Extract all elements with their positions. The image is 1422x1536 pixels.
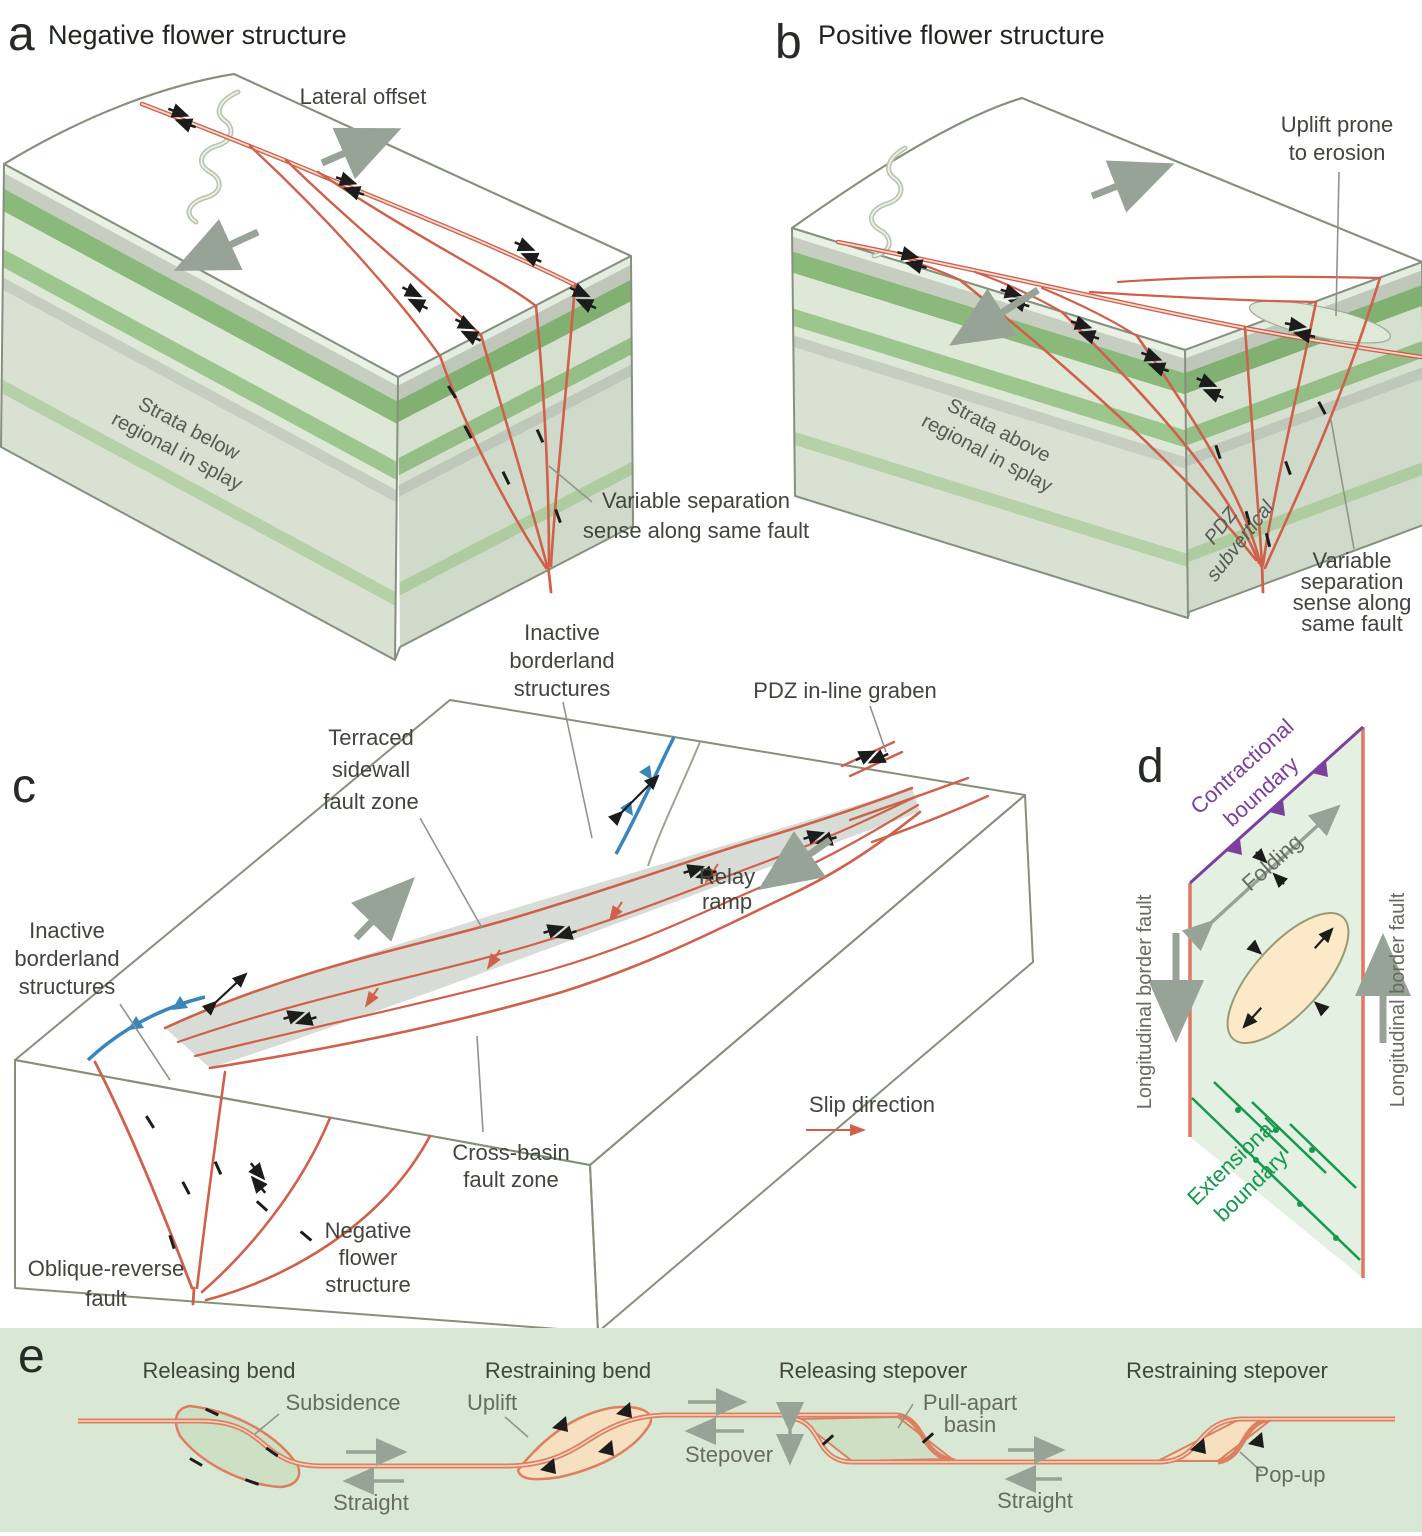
inactive-borderland-left-line1: Inactive: [29, 918, 105, 943]
uplift-welt: [1248, 300, 1392, 344]
folding-axis-arrow: [1181, 804, 1341, 952]
variable-separation-b-line1: Variable: [1312, 548, 1391, 573]
block-a-left-face-strata: [1, 164, 398, 660]
variable-separation-a-line2: sense along same fault: [583, 518, 809, 543]
zone-slip-ticks: [284, 747, 889, 1027]
panel-c-leaders: [119, 701, 887, 1133]
uplift-prone-leader: [1335, 171, 1340, 317]
uplift-prone-label-line1: Uplift prone: [1281, 112, 1394, 137]
cross-basin-zone-fill: [165, 788, 920, 1068]
extensional-boundary-lines: [1191, 1081, 1361, 1261]
pdz-inline-graben-label: PDZ in-line graben: [753, 678, 936, 703]
panel-e-map-strip: e Releasing bend Subsidence Straight Res…: [0, 1328, 1422, 1532]
variable-separation-leader-a: [548, 465, 593, 503]
variable-separation-b-line3: sense along: [1293, 590, 1412, 615]
pop-up-label: Pop-up: [1255, 1462, 1326, 1487]
panel-e-letter: e: [18, 1330, 45, 1383]
slip-arrow-left-b: [949, 287, 1040, 346]
restraining-stepover-title: Restraining stepover: [1126, 1358, 1328, 1383]
fold-shortening-arrows: [1251, 847, 1289, 889]
longitudinal-border-fault-right: Longitudinal border fault: [1387, 892, 1409, 1107]
uplift-prone-label-line2: to erosion: [1289, 140, 1386, 165]
terraced-sidewall-line1: Terraced: [328, 725, 414, 750]
variable-separation-b-line4: same fault: [1301, 611, 1403, 636]
inactive-borderland-top-line3: structures: [514, 676, 611, 701]
negative-flower-line2: flower: [339, 1245, 398, 1270]
terraced-sidewall-line3: fault zone: [323, 789, 418, 814]
subsidence-label: Subsidence: [286, 1390, 401, 1415]
releasing-stepover-title: Releasing stepover: [779, 1358, 967, 1383]
panel-a-negative-flower-block: a Negative flower structure Lateral offs…: [0, 8, 809, 661]
variable-separation-leader-b: [1330, 419, 1355, 550]
panel-a-title: Negative flower structure: [48, 20, 347, 50]
strain-ellipse: [1226, 911, 1350, 1045]
relay-ramp-line1: Relay: [699, 864, 755, 889]
variable-separation-b-line2: separation: [1301, 569, 1404, 594]
stepover-label: Stepover: [685, 1442, 773, 1467]
slip-arrow-right: [320, 127, 402, 180]
negative-flower-line1: Negative: [325, 1218, 412, 1243]
variable-separation-a-line1: Variable separation: [602, 488, 790, 513]
oblique-reverse-line2: fault: [85, 1286, 127, 1311]
block-b-left-face-strata: [792, 228, 1188, 618]
releasing-bend-basin: [174, 1404, 301, 1489]
strip-kinematic-symbols: [188, 1402, 1264, 1486]
longitudinal-border-fault-left: Longitudinal border fault: [1134, 894, 1156, 1109]
panel-c-letter: c: [12, 760, 36, 813]
slip-arrow-right-b: [1090, 160, 1175, 213]
slip-arrow-relay: [758, 831, 833, 891]
strip-slip-arrow-pairs: [342, 1388, 1066, 1495]
oblique-reverse-line1: Oblique-reverse: [28, 1256, 185, 1281]
block-c-end-face: [589, 794, 1034, 1333]
restraining-bend-title: Restraining bend: [485, 1358, 651, 1383]
releasing-bend-title: Releasing bend: [143, 1358, 296, 1383]
uplift-label: Uplift: [467, 1390, 517, 1415]
slip-arrow-c-left: [350, 876, 415, 942]
block-b-fault-traces: [835, 239, 1422, 594]
negative-flower-line3: structure: [325, 1272, 411, 1297]
cross-basin-line2: fault zone: [463, 1167, 558, 1192]
inactive-borderland-left-line3: structures: [19, 974, 116, 999]
relay-ramp-line2: ramp: [702, 889, 752, 914]
inactive-borderland-left-line2: borderland: [14, 946, 119, 971]
extension-arrows: [201, 774, 660, 1016]
inactive-borderland-top-line2: borderland: [509, 648, 614, 673]
pull-apart-line1: Pull-apart: [923, 1390, 1017, 1415]
slip-arrow-left: [173, 219, 260, 272]
inactive-borderland-top-line1: Inactive: [524, 620, 600, 645]
panel-d-map-view: d Contractional boundary Folding Longitu…: [1134, 714, 1411, 1278]
straight-label-1: Straight: [333, 1490, 409, 1515]
straight-label-2: Straight: [997, 1488, 1073, 1513]
cross-basin-line1: Cross-basin: [452, 1140, 569, 1165]
block-c-front-flower-faults: [93, 1060, 432, 1306]
panel-a-letter: a: [8, 8, 35, 61]
block-a-fault-traces: [139, 101, 578, 594]
panel-c-strike-slip-basin-block: c Inactive borderland structures Terrace…: [12, 620, 1034, 1333]
principal-fault-trace: [78, 1412, 1395, 1469]
block-b-outline: [791, 227, 1422, 619]
terraced-sidewall-line2: sidewall: [332, 757, 410, 782]
lateral-offset-label: Lateral offset: [300, 84, 427, 109]
panel-d-letter: d: [1137, 740, 1164, 793]
panel-b-title: Positive flower structure: [818, 20, 1105, 50]
pull-apart-line2: basin: [944, 1412, 997, 1437]
slip-direction-label: Slip direction: [809, 1092, 935, 1117]
panel-b-letter: b: [775, 16, 802, 69]
block-a-outline: [0, 163, 634, 661]
panel-b-positive-flower-block: b Positive flower structure Uplift prone…: [775, 16, 1422, 636]
strip-leaders: [254, 1403, 1263, 1473]
